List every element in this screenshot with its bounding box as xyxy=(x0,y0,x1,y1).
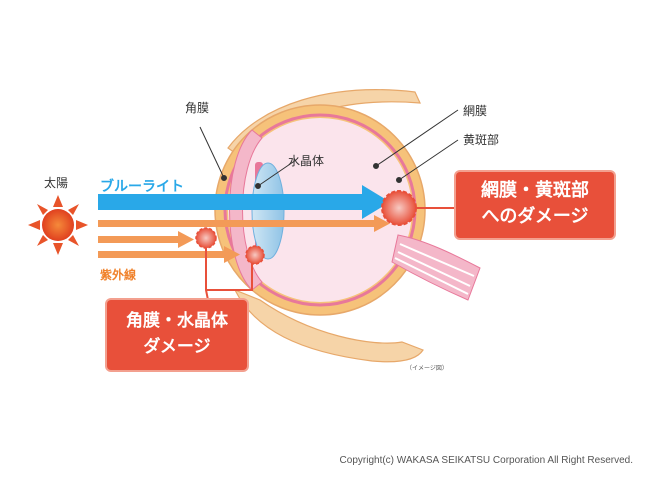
cornea-lens-damage-callout: 角膜・水晶体 ダメージ xyxy=(107,300,247,370)
uv-arrows xyxy=(98,215,390,263)
callout-line: 角膜・水晶体 xyxy=(126,311,228,331)
callout-line: ダメージ xyxy=(143,337,211,357)
blue-light-label: ブルーライト xyxy=(100,179,184,195)
cornea xyxy=(229,129,263,291)
leader-lines xyxy=(199,109,459,189)
macula-label: 黄斑部 xyxy=(463,133,500,147)
lower-eyelid xyxy=(233,288,424,363)
uv-label: 紫外線 xyxy=(100,268,137,282)
callout-line: 網膜・黄斑部 xyxy=(481,180,589,201)
lens-label: 水晶体 xyxy=(288,154,325,168)
image-note: （イメージ図） xyxy=(406,365,448,372)
retina-macula-damage-callout: 網膜・黄斑部 へのダメージ xyxy=(456,172,614,238)
sun-label: 太陽 xyxy=(44,176,69,190)
callout-line: へのダメージ xyxy=(481,206,589,227)
retina-label: 網膜 xyxy=(463,104,488,118)
lens xyxy=(251,162,285,260)
blue-light-arrow xyxy=(98,185,390,219)
optic-nerve xyxy=(391,234,481,301)
cornea-label: 角膜 xyxy=(185,101,210,115)
sun-icon xyxy=(28,195,88,255)
callout-connectors xyxy=(205,207,454,301)
copyright-text: Copyright(c) WAKASA SEIKATSU Corporation… xyxy=(339,455,633,466)
damage-burst-icon xyxy=(195,190,417,265)
